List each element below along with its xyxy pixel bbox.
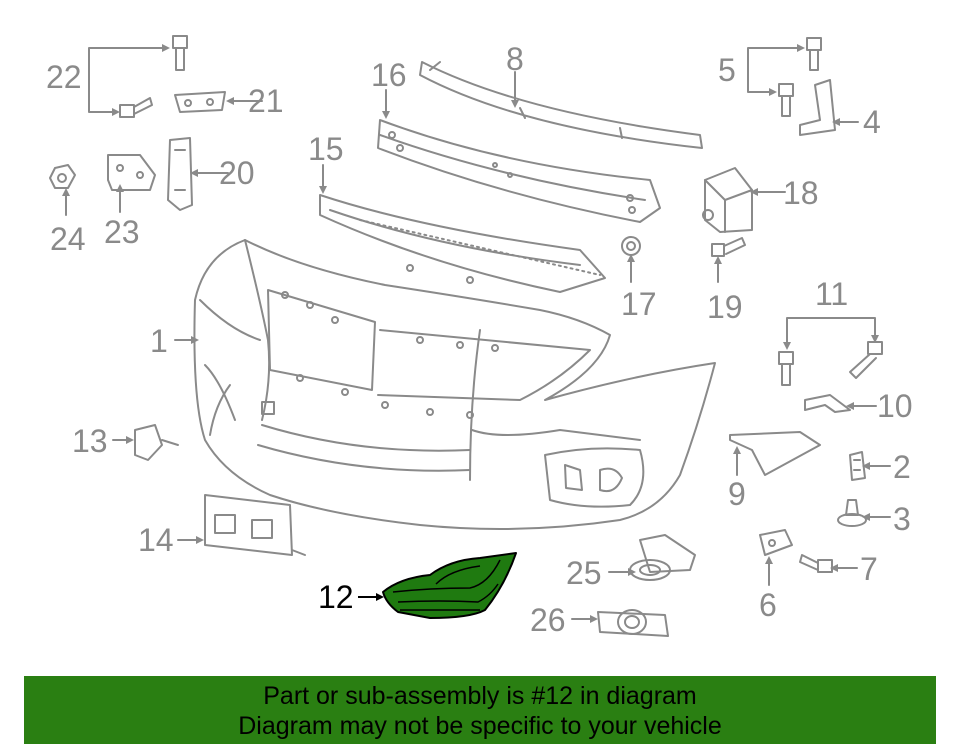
callout-9: 9 [728,476,746,512]
callout-19: 19 [707,289,743,325]
callout-2: 2 [893,449,911,485]
callout-3: 3 [893,501,911,537]
banner-line-disclaimer: Diagram may not be specific to your vehi… [238,712,722,740]
callout-22: 22 [46,59,82,95]
callout-4: 4 [863,104,881,140]
callout-14: 14 [138,522,174,558]
part-24-nut [49,164,76,189]
part-3-rivet [837,499,867,527]
callout-10: 10 [877,388,913,424]
part-25-sensor [629,534,696,581]
callout-labels: 22 21 20 23 24 16 8 15 5 4 18 17 19 11 1… [46,41,913,638]
part-2-clip [849,451,866,481]
bumper-cover [193,239,716,530]
banner-line-part: Part or sub-assembly is #12 in diagram [263,682,697,710]
part-14-bracket [204,494,306,556]
callout-7: 7 [860,551,878,587]
part-13-cap [134,424,179,461]
callout-12: 12 [318,579,354,615]
part-15-absorber [319,194,606,293]
part-8-strip [419,61,703,149]
part-16-beam [377,119,661,223]
callout-16: 16 [371,57,407,93]
part-6-bracket [759,529,793,556]
part-22-bolts [119,35,188,118]
callout-17: 17 [621,286,657,322]
callout-24: 24 [50,221,86,257]
callout-26: 26 [530,602,566,638]
callout-5: 5 [718,52,736,88]
callout-20: 20 [219,155,255,191]
callout-23: 23 [104,214,140,250]
part-11-bolts [778,341,883,386]
part-18-bracket [702,167,753,233]
callout-6: 6 [759,587,777,623]
part-19-bolt [711,237,746,257]
part-10-clip [804,394,851,413]
part-20-bracket [167,137,193,211]
leader-arrowheads [62,44,879,623]
part-9-deflector [729,431,821,476]
callout-11: 11 [815,276,848,312]
part-23-bracket [107,154,156,191]
part-12-highlight [358,552,517,619]
part-5-bolts [778,37,822,117]
callout-21: 21 [248,83,284,119]
callout-18: 18 [783,175,819,211]
part-17-nut [621,236,641,256]
part-26-bracket [597,609,669,637]
callout-25: 25 [566,555,602,591]
callout-8: 8 [506,41,524,77]
callout-15: 15 [308,131,344,167]
part-21-clip [174,91,226,113]
info-banner: Part or sub-assembly is #12 in diagram D… [24,676,936,744]
part-7-bolt [799,554,833,573]
part-4-bracket [799,79,836,136]
callout-1: 1 [150,323,168,359]
parts-diagram: 22 21 20 23 24 16 8 15 5 4 18 17 19 11 1… [46,35,913,638]
callout-13: 13 [72,423,108,459]
